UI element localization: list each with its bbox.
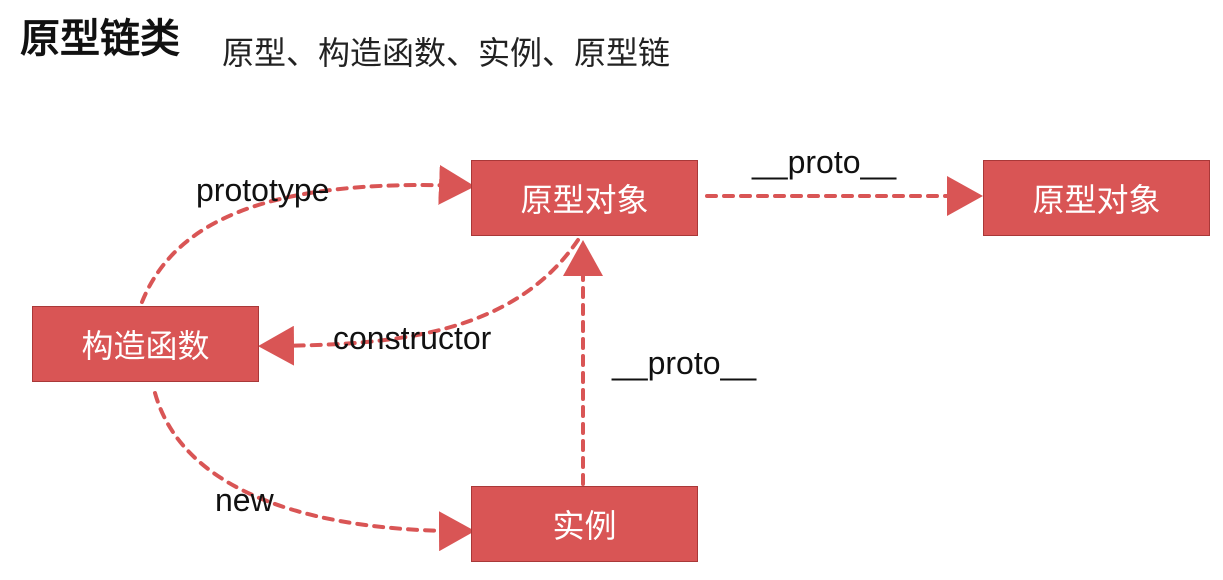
page-title: 原型链类 bbox=[20, 16, 180, 62]
node-constructor-function[interactable]: 构造函数 bbox=[32, 306, 259, 382]
edge-constructor-arrow bbox=[258, 238, 580, 366]
node-prototype-object[interactable]: 原型对象 bbox=[471, 160, 698, 236]
edge-new-arrow bbox=[153, 391, 475, 552]
page-subtitle: 原型、构造函数、实例、原型链 bbox=[222, 34, 671, 72]
edge-label-constructor: constructor bbox=[333, 320, 492, 356]
edge-prototype-arrow bbox=[140, 164, 475, 304]
node-instance-label: 实例 bbox=[552, 507, 617, 545]
edge-label-proto-top: __proto__ bbox=[752, 144, 897, 180]
node-constructor-function-label: 构造函数 bbox=[81, 327, 210, 365]
node-prototype-object-2[interactable]: 原型对象 bbox=[983, 160, 1210, 236]
node-instance[interactable]: 实例 bbox=[471, 486, 698, 562]
edge-label-new: new bbox=[215, 482, 274, 518]
node-prototype-object-label: 原型对象 bbox=[520, 181, 649, 219]
edge-label-proto-instance: __proto__ bbox=[612, 345, 757, 381]
edge-label-prototype: prototype bbox=[196, 172, 330, 208]
node-prototype-object-2-label: 原型对象 bbox=[1032, 181, 1161, 219]
